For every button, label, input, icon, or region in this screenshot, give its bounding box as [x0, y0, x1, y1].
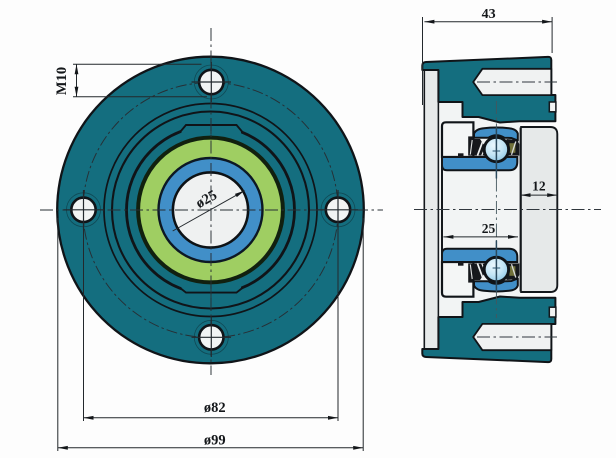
svg-text:ø82: ø82 [204, 400, 226, 416]
svg-text:M10: M10 [54, 67, 70, 95]
svg-text:ø99: ø99 [204, 433, 226, 449]
svg-text:43: 43 [482, 7, 496, 22]
svg-text:12: 12 [532, 179, 546, 194]
svg-text:25: 25 [482, 221, 496, 236]
